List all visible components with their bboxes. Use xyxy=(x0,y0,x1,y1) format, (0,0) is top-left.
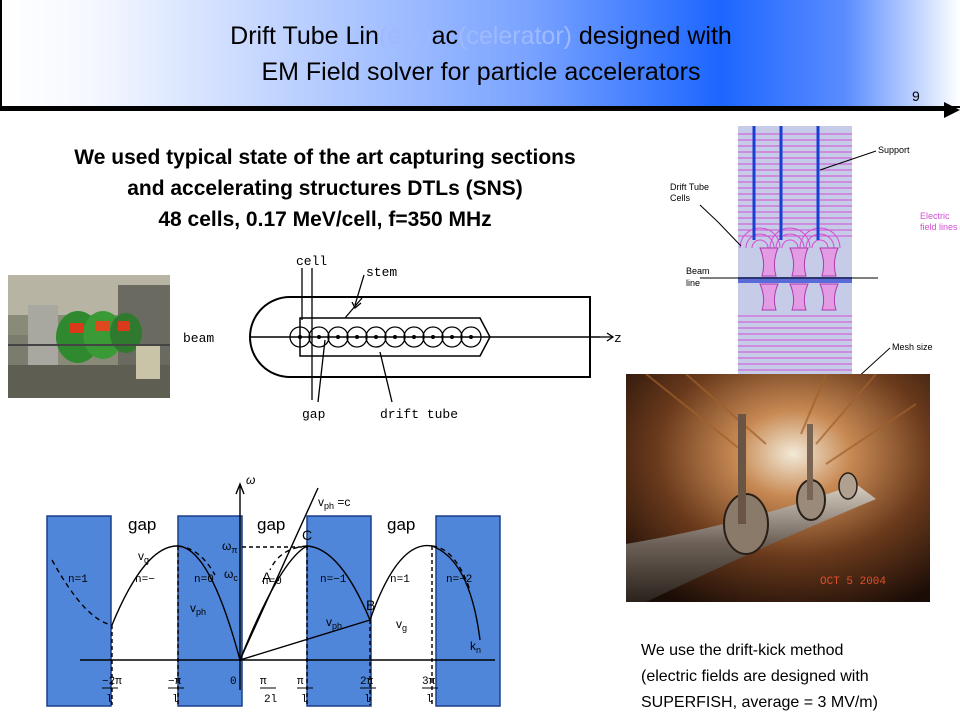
field-arc xyxy=(739,227,781,249)
cell-center-dot xyxy=(431,335,435,339)
cell-center-dot xyxy=(412,335,416,339)
x-tick-denominator: l xyxy=(106,694,113,706)
dtl-interior-photo: OCT 5 2004 xyxy=(626,374,930,602)
drift-tube-cell xyxy=(346,326,368,348)
vph-label: vph xyxy=(190,601,206,617)
label-electric-1: Electric xyxy=(920,211,950,221)
omega-label: ω xyxy=(246,473,255,487)
harmonic-label: n=− xyxy=(135,574,155,586)
drift-tube-block xyxy=(306,515,372,707)
label-gap: gap xyxy=(302,407,325,422)
headline-line: 48 cells, 0.17 MeV/cell, f=350 MHz xyxy=(158,208,492,231)
label-z: z xyxy=(614,331,622,346)
dtl-equipment-photo xyxy=(8,275,170,398)
cell-center-dot xyxy=(374,335,378,339)
label-stem: stem xyxy=(366,265,397,280)
drift-tube-cell xyxy=(289,326,311,348)
drift-tube-block xyxy=(177,515,243,707)
title-banner: Drift Tube Lin(ear)ac(celerator) designe… xyxy=(0,0,960,108)
harmonic-label: n=0 xyxy=(194,574,214,586)
point-a-label: A xyxy=(262,569,272,585)
drift-tube-block xyxy=(46,515,112,707)
method-note: We use the drift-kick method (electric f… xyxy=(641,638,960,716)
x-tick-denominator: l xyxy=(364,694,371,706)
gap-label: gap xyxy=(128,515,156,534)
vg-label: vg xyxy=(138,549,149,565)
photo-date-stamp: OCT 5 2004 xyxy=(820,576,886,588)
gap-label: gap xyxy=(387,515,415,534)
headline-line: and accelerating structures DTLs (SNS) xyxy=(127,177,523,200)
cell-center-dot xyxy=(450,335,454,339)
field-arc xyxy=(769,227,811,249)
headline: We used typical state of the art capturi… xyxy=(0,142,650,235)
cell-center-dot xyxy=(355,335,359,339)
label-drift-tube-cells-2: Cells xyxy=(670,193,691,203)
x-tick-label: −2π xyxy=(102,676,122,688)
drift-tube-cell xyxy=(441,326,463,348)
cell-center-dot xyxy=(317,335,321,339)
cell-center-dot xyxy=(393,335,397,339)
harmonic-label: n=−2 xyxy=(446,574,472,586)
drift-tube-cell xyxy=(308,326,330,348)
field-arc xyxy=(811,239,829,249)
x-tick-label: 0 xyxy=(230,676,237,688)
omega-c-label: ωc xyxy=(224,567,238,583)
cell-center-dot xyxy=(469,335,473,339)
point-b-label: B xyxy=(366,597,375,613)
x-tick-label: π xyxy=(260,676,267,688)
field-arc xyxy=(751,239,769,249)
arrow-head-icon xyxy=(944,102,960,118)
drift-tube-block xyxy=(435,515,501,707)
note-line: We use the drift-kick method xyxy=(641,642,844,659)
x-tick-label: π xyxy=(297,676,304,688)
vg-label: vg xyxy=(396,617,407,633)
field-arc xyxy=(805,233,835,249)
x-tick-denominator: l xyxy=(172,694,179,706)
harmonic-label: n=0 xyxy=(262,576,282,588)
label-beam-line-1: Beam xyxy=(686,266,710,276)
drift-tube-cell xyxy=(384,326,406,348)
label-support: Support xyxy=(878,145,910,155)
cell-center-dot xyxy=(298,335,302,339)
page-number: 9 xyxy=(912,88,920,104)
label-beam: beam xyxy=(183,331,214,346)
x-tick-denominator: l xyxy=(301,694,308,706)
drift-tube-cell xyxy=(327,326,349,348)
drift-tube-cell xyxy=(365,326,387,348)
slide-title-line2: EM Field solver for particle accelerator… xyxy=(261,58,701,86)
drift-tube-cell xyxy=(403,326,425,348)
field-arc xyxy=(781,239,799,249)
field-arc xyxy=(799,227,841,249)
harmonic-label: n=−1 xyxy=(320,574,347,586)
slide-title-line1: Drift Tube Lin(ear)ac(celerator) designe… xyxy=(230,22,732,50)
label-mesh-size: Mesh size xyxy=(892,342,933,352)
title-underline-arrow xyxy=(0,108,948,111)
x-tick-denominator: 2l xyxy=(264,694,277,706)
point-c-label: C xyxy=(302,527,312,543)
field-arc xyxy=(775,233,805,249)
label-beam-line-2: line xyxy=(686,278,700,288)
drift-tube-cell xyxy=(422,326,444,348)
cell-center-dot xyxy=(336,335,340,339)
field-arc xyxy=(745,233,775,249)
headline-line: We used typical state of the art capturi… xyxy=(74,146,576,169)
label-drift-tube: drift tube xyxy=(380,407,458,422)
x-tick-label: 2π xyxy=(360,676,374,688)
vph-label: vph xyxy=(326,615,342,631)
label-cell: cell xyxy=(296,254,327,269)
kn-label: kn xyxy=(470,639,481,655)
note-line: SUPERFISH, average = 3 MV/m) xyxy=(641,694,878,711)
x-tick-label: 3π xyxy=(422,676,436,688)
note-line: (electric fields are designed with xyxy=(641,668,869,685)
omega-pi-label: ωπ xyxy=(222,539,238,555)
drift-tube-cell xyxy=(460,326,482,348)
gap-label: gap xyxy=(257,515,285,534)
label-electric-2: field lines xyxy=(920,222,958,232)
x-tick-label: −π xyxy=(168,676,182,688)
harmonic-label: n=1 xyxy=(68,574,88,586)
harmonic-label: n=1 xyxy=(390,574,410,586)
label-drift-tube-cells-1: Drift Tube xyxy=(670,182,709,192)
x-tick-denominator: l xyxy=(426,694,433,706)
vph-c-label: vph =c xyxy=(318,495,350,511)
